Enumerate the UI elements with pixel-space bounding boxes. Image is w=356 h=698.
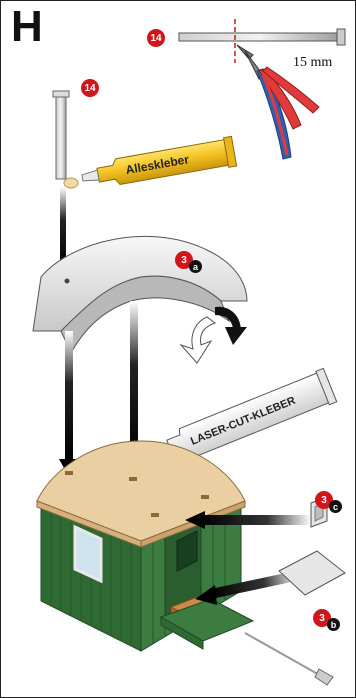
part-badge-rod-top: 14	[147, 29, 165, 47]
vertical-rod	[53, 91, 69, 179]
part-badge-window-panel: 3 c	[315, 491, 333, 509]
part-badge-roof: 3 a	[175, 251, 193, 269]
pin-part	[245, 633, 333, 685]
part-sub-badge-step-plate: b	[327, 618, 340, 631]
glue-dot	[64, 178, 78, 188]
bend-arrows	[181, 307, 247, 363]
part-sub-badge-window-panel: c	[329, 500, 342, 513]
part-sub-badge-roof: a	[189, 260, 202, 273]
part-badge-step-plate: 3 b	[313, 609, 331, 627]
part-badge-rod: 14	[81, 79, 99, 97]
arrow-roof-right	[130, 301, 138, 461]
step-letter: H	[11, 5, 43, 49]
arrow-roof-left	[65, 331, 73, 461]
step-plate-part	[279, 551, 345, 595]
arrow-window-panel	[201, 515, 311, 525]
hut-model	[37, 441, 253, 651]
rod-length-label: 15 mm	[293, 55, 332, 71]
